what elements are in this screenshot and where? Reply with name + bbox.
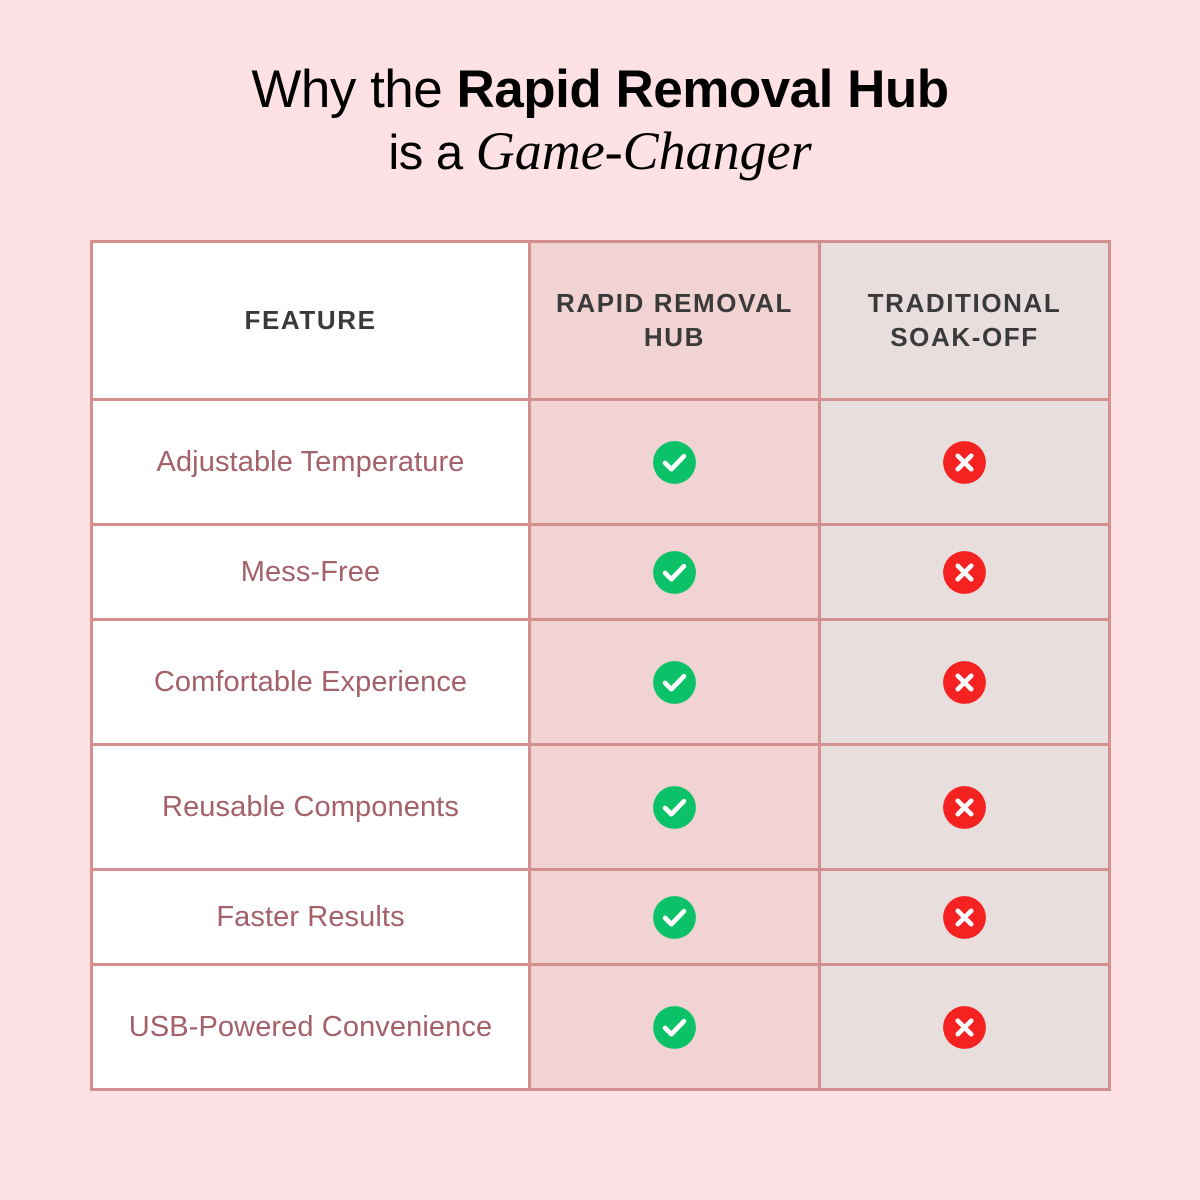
- check-circle-icon: [531, 660, 818, 704]
- column-header-traditional-soak-off: TRADITIONAL SOAK-OFF: [818, 240, 1111, 401]
- cross-circle-icon: [821, 550, 1108, 594]
- traditional-value-cell: [818, 618, 1111, 746]
- traditional-value-cell: [818, 963, 1111, 1091]
- feature-label: Mess-Free: [90, 523, 531, 621]
- check-circle-icon: [531, 1005, 818, 1049]
- table-row: Reusable Components: [90, 743, 1111, 871]
- check-circle-icon: [531, 895, 818, 939]
- feature-label: Comfortable Experience: [90, 618, 531, 746]
- cross-circle-icon: [821, 440, 1108, 484]
- feature-label: Reusable Components: [90, 743, 531, 871]
- page-title: Why the Rapid Removal Hub is a Game-Chan…: [0, 60, 1200, 180]
- column-header-rapid-removal-hub: RAPID REMOVAL HUB: [528, 240, 821, 401]
- title-bold-1: Rapid Removal Hub: [456, 60, 950, 119]
- column-header-feature: FEATURE: [90, 240, 531, 401]
- hub-value-cell: [528, 398, 821, 526]
- feature-label: Adjustable Temperature: [90, 398, 531, 526]
- title-line-1: Why the Rapid Removal Hub: [0, 60, 1200, 119]
- traditional-value-cell: [818, 523, 1111, 621]
- hub-value-cell: [528, 618, 821, 746]
- check-circle-icon: [531, 550, 818, 594]
- table-row: Comfortable Experience: [90, 618, 1111, 746]
- feature-label: Faster Results: [90, 868, 531, 966]
- traditional-value-cell: [818, 398, 1111, 526]
- traditional-value-cell: [818, 743, 1111, 871]
- title-line-2: is a Game-Changer: [0, 123, 1200, 180]
- table-row: Faster Results: [90, 868, 1111, 966]
- title-regular-1: Why the: [251, 60, 457, 119]
- cross-circle-icon: [821, 895, 1108, 939]
- check-circle-icon: [531, 440, 818, 484]
- hub-value-cell: [528, 743, 821, 871]
- traditional-value-cell: [818, 868, 1111, 966]
- table-header-row: FEATURE RAPID REMOVAL HUB TRADITIONAL SO…: [90, 240, 1111, 401]
- hub-value-cell: [528, 868, 821, 966]
- cross-circle-icon: [821, 785, 1108, 829]
- table-row: Mess-Free: [90, 523, 1111, 621]
- table-row: USB-Powered Convenience: [90, 963, 1111, 1091]
- title-regular-2: is a: [388, 126, 476, 181]
- title-italic-2: Game-Changer: [475, 121, 812, 182]
- cross-circle-icon: [821, 1005, 1108, 1049]
- check-circle-icon: [531, 785, 818, 829]
- hub-value-cell: [528, 523, 821, 621]
- comparison-table: FEATURE RAPID REMOVAL HUB TRADITIONAL SO…: [90, 240, 1111, 1091]
- table-body: Adjustable Temperature: [90, 398, 1111, 1091]
- feature-label: USB-Powered Convenience: [90, 963, 531, 1091]
- hub-value-cell: [528, 963, 821, 1091]
- table-row: Adjustable Temperature: [90, 398, 1111, 526]
- cross-circle-icon: [821, 660, 1108, 704]
